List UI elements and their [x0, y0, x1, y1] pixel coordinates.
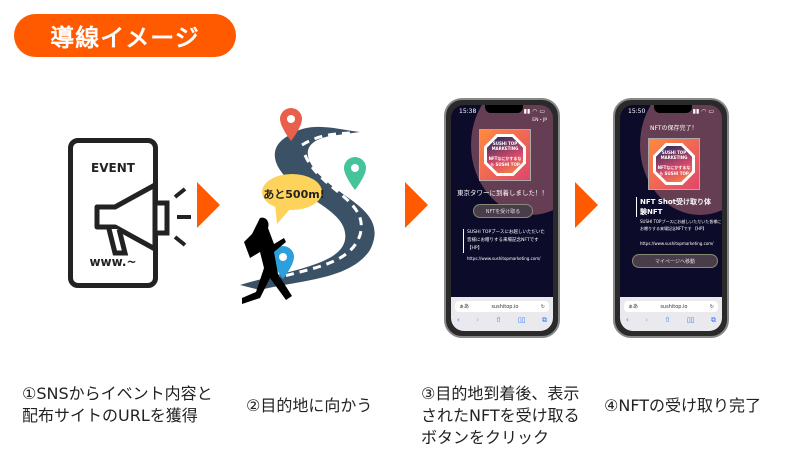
event-phone-illustration: EVENT www.~ — [68, 138, 191, 288]
arrow-icon — [405, 182, 428, 228]
back-icon[interactable]: ‹ — [626, 316, 629, 324]
nft-description: SUSHI TOPブースにお越しいただいた皆様にお贈りする来場記念NFTです 【… — [640, 219, 722, 231]
homepage-link[interactable]: https://www.sushitopmarketing.com/ — [467, 256, 541, 261]
map-pin-blue-icon — [272, 246, 294, 279]
distance-bubble: あと500m! — [263, 188, 325, 201]
walking-person-icon — [242, 217, 292, 304]
arrival-heading: 東京タワーに到着しました！！ — [457, 189, 548, 197]
megaphone-icon — [94, 182, 191, 256]
tabs-icon[interactable]: ⧉ — [541, 316, 547, 324]
receive-nft-button[interactable]: NFTを受け取る — [473, 204, 533, 218]
my-page-button[interactable]: マイページへ移動 — [632, 254, 718, 268]
phone-complete-screen: 15:50▮▮ ◠ ▭ NFTの保存完了！ SUSHI TOP MARKETIN… — [613, 98, 729, 338]
nft-name: NFT Shot受け取り体験NFT — [636, 197, 716, 217]
bookmarks-icon[interactable]: ▯▯ — [517, 316, 526, 324]
event-label: EVENT — [91, 161, 135, 175]
map-pin-red-icon — [280, 108, 302, 141]
forward-icon[interactable]: › — [476, 316, 480, 324]
caption-step-4: ④NFTの受け取り完了 — [604, 396, 762, 415]
share-icon[interactable]: ⇧ — [664, 316, 671, 324]
caption-step-2: ②目的地に向かう — [246, 396, 373, 415]
status-time: 15:38 — [459, 108, 477, 115]
road-map-illustration — [240, 108, 375, 304]
homepage-link[interactable]: https://www.sushitopmarketing.com/ — [640, 241, 714, 246]
forward-icon[interactable]: › — [645, 316, 649, 324]
tabs-icon[interactable]: ⧉ — [710, 316, 716, 324]
status-time: 15:50 — [628, 108, 646, 115]
reload-icon: ↻ — [540, 303, 545, 310]
caption-step-1: ①SNSからイベント内容と配布サイトのURLを獲得 — [22, 384, 213, 425]
title-badge: 導線イメージ — [14, 14, 236, 57]
nft-description: SUSHI TOPブースにお越しいただいた皆様にお贈りする来場記念NFTです 【… — [463, 229, 547, 253]
caption-step-3: ③目的地到着後、表示されたNFTを受け取るボタンをクリック — [421, 384, 580, 447]
share-icon[interactable]: ⇧ — [495, 316, 502, 324]
event-url: www.~ — [89, 255, 137, 269]
reload-icon: ↻ — [709, 303, 714, 310]
language-switch[interactable]: EN・JP — [532, 118, 547, 123]
saved-heading: NFTの保存完了！ — [650, 125, 698, 132]
map-pin-green-icon — [344, 157, 366, 190]
bookmarks-icon[interactable]: ▯▯ — [686, 316, 695, 324]
back-icon[interactable]: ‹ — [457, 316, 460, 324]
arrow-icon — [575, 182, 598, 228]
arrow-icon — [197, 182, 220, 228]
